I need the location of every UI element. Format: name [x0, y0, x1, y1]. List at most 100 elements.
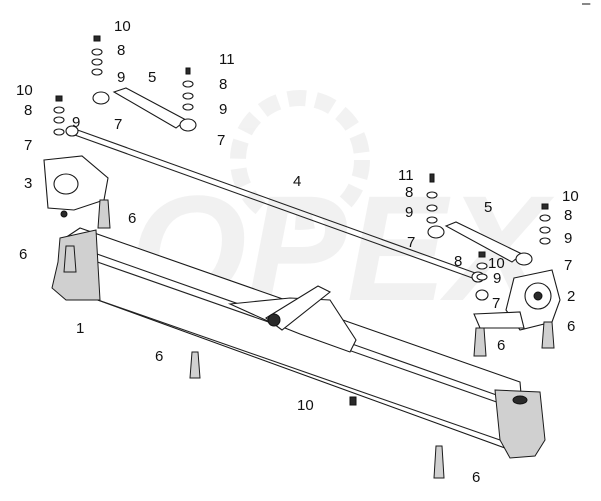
steering-cylinder-lower — [427, 221, 533, 266]
nut — [539, 237, 551, 245]
steering-knuckle-right — [473, 269, 561, 331]
cylinder-lower-eye-left — [427, 225, 445, 239]
callout-9: 9 — [117, 69, 125, 86]
washer — [53, 106, 65, 114]
callout-7: 7 — [492, 295, 500, 312]
beam-right-bore — [512, 395, 528, 405]
knuckle-left-hub — [53, 173, 79, 195]
callout-1: 1 — [76, 320, 84, 337]
grease-nipple — [478, 251, 486, 258]
callout-labels: – 10 8 9 5 11 8 9 7 7 10 8 9 7 3 4 6 6 1… — [16, 0, 591, 486]
grease-nipple — [349, 396, 357, 406]
callout-11: 11 — [398, 167, 414, 184]
callout-9: 9 — [72, 114, 80, 131]
bushing — [473, 327, 487, 357]
bracket-arm — [265, 285, 332, 331]
washer — [476, 262, 488, 270]
beam-edge-bottom — [97, 299, 501, 441]
knuckle-right-arm — [473, 311, 525, 329]
nut — [91, 68, 103, 76]
fastener-stack-3 — [53, 95, 65, 136]
callout-4: 4 — [293, 173, 301, 190]
callout-5: 5 — [148, 69, 156, 86]
beam-right-end — [494, 389, 546, 459]
callout-10: 10 — [562, 188, 579, 205]
bushing — [189, 351, 201, 379]
beam-left-end — [51, 229, 101, 301]
tie-rod-lower — [71, 133, 479, 281]
cylinder-upper-eye-right — [179, 118, 197, 132]
callout-3: 3 — [24, 175, 32, 192]
callout-7: 7 — [114, 116, 122, 133]
callout-9: 9 — [493, 270, 501, 287]
washer — [426, 191, 438, 199]
bracket-pin — [267, 313, 281, 327]
kingpin-bushings — [63, 199, 555, 479]
corner-mark: – — [582, 0, 591, 12]
fastener-stack-5 — [539, 203, 551, 245]
tie-rod-end-left — [65, 125, 79, 137]
washer — [476, 273, 488, 281]
fastener-stack-2 — [182, 67, 194, 111]
callout-6: 6 — [19, 246, 27, 263]
callout-10: 10 — [488, 255, 505, 272]
callout-7: 7 — [407, 234, 415, 251]
watermark-gear — [230, 90, 370, 230]
callout-11: 11 — [219, 51, 235, 68]
knuckle-right-bore — [533, 291, 543, 301]
washer — [426, 204, 438, 212]
callout-7: 7 — [24, 137, 32, 154]
callout-10: 10 — [114, 18, 131, 35]
callout-2: 2 — [567, 288, 575, 305]
callout-8: 8 — [117, 42, 125, 59]
tie-rod-upper — [71, 127, 479, 275]
washer — [53, 116, 65, 124]
callout-6: 6 — [567, 318, 575, 335]
knuckle-left-pin — [60, 210, 68, 218]
grease-nipple — [93, 35, 101, 42]
fastener-stack-1 — [91, 35, 103, 76]
cylinder-lower-eye-right — [515, 252, 533, 266]
front-axle-beam — [51, 227, 546, 459]
grease-nipple — [541, 203, 549, 210]
washer — [539, 226, 551, 234]
callout-8: 8 — [454, 253, 462, 270]
callout-8: 8 — [564, 207, 572, 224]
callout-7: 7 — [564, 257, 572, 274]
pin — [429, 173, 435, 183]
washer — [182, 92, 194, 100]
bushing — [97, 199, 111, 229]
nut — [426, 216, 438, 224]
washer — [91, 58, 103, 66]
callout-10: 10 — [16, 82, 33, 99]
grease-nipple — [55, 95, 63, 102]
callout-10: 10 — [297, 397, 314, 414]
callout-8: 8 — [405, 184, 413, 201]
fastener-stack-6 — [475, 251, 489, 301]
callout-8: 8 — [24, 102, 32, 119]
center-bracket — [227, 285, 357, 353]
callout-6: 6 — [472, 469, 480, 486]
callout-9: 9 — [564, 230, 572, 247]
nut — [182, 103, 194, 111]
washer — [91, 48, 103, 56]
washer — [182, 80, 194, 88]
bushing — [541, 321, 555, 349]
callout-5: 5 — [484, 199, 492, 216]
washer — [539, 214, 551, 222]
bushing — [63, 245, 77, 273]
callout-8: 8 — [219, 76, 227, 93]
callout-9: 9 — [219, 101, 227, 118]
cylinder-upper-body — [112, 87, 187, 129]
nut — [53, 128, 65, 136]
pin — [185, 67, 191, 75]
bushing — [433, 445, 445, 479]
callout-6: 6 — [128, 210, 136, 227]
steering-cylinder-upper — [92, 87, 197, 132]
callout-6: 6 — [497, 337, 505, 354]
callout-7: 7 — [217, 132, 225, 149]
cylinder-upper-eye-left — [92, 91, 110, 105]
callout-6: 6 — [155, 348, 163, 365]
